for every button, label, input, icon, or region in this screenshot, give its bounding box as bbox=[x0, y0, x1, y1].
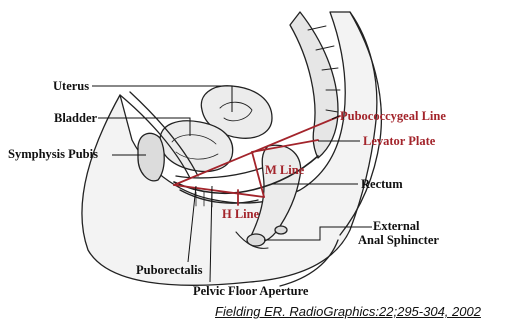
levator-plate-label: Levator Plate bbox=[363, 135, 435, 148]
sacrum bbox=[290, 12, 338, 158]
citation: Fielding ER. RadioGraphics:22;295-304, 2… bbox=[215, 305, 481, 318]
uterus-label: Uterus bbox=[53, 80, 89, 93]
symphysis-pubis-label: Symphysis Pubis bbox=[8, 148, 98, 161]
pubococcygeal-line-label: Pubococcygeal Line bbox=[340, 110, 446, 123]
bladder-label: Bladder bbox=[54, 112, 97, 125]
anatomy-drawing bbox=[82, 12, 382, 286]
symphysis-pubis-shape bbox=[138, 133, 164, 180]
external-anal-sphincter-label-2: Anal Sphincter bbox=[358, 234, 439, 247]
pelvic-floor-aperture-label: Pelvic Floor Aperture bbox=[193, 285, 308, 298]
m-line-label: M Line bbox=[265, 164, 304, 177]
anal-sphincter-shape bbox=[247, 234, 265, 246]
external-anal-sphincter-label-1: External bbox=[373, 220, 420, 233]
puborectalis-label: Puborectalis bbox=[136, 264, 202, 277]
rectum-label: Rectum bbox=[361, 178, 403, 191]
h-line-label: H Line bbox=[222, 208, 259, 221]
